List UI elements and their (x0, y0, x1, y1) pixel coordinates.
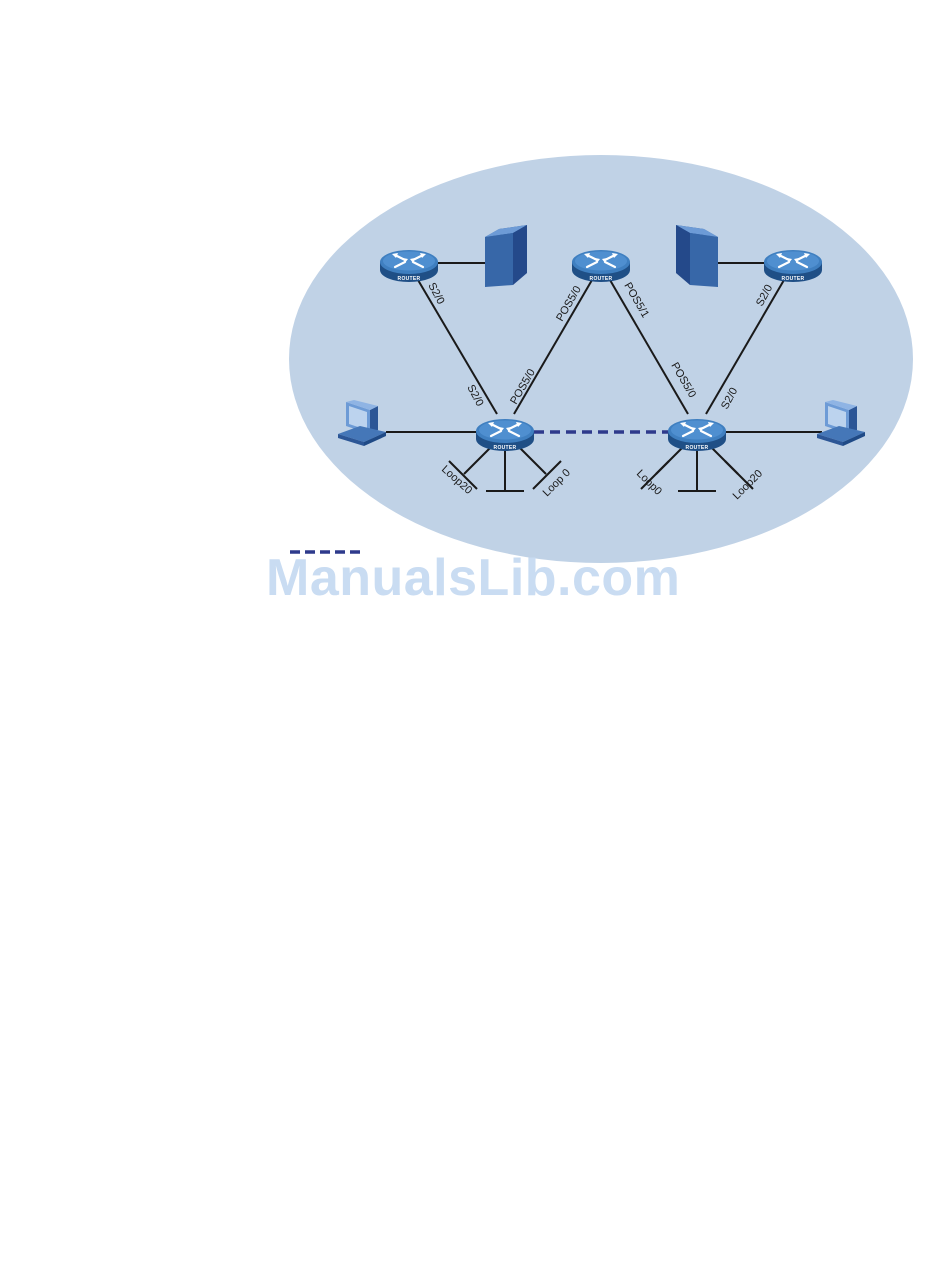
router-r1[interactable]: ROUTER (380, 250, 438, 282)
router-r3[interactable]: ROUTER (764, 250, 822, 282)
router-label: ROUTER (590, 276, 613, 282)
server-icon-left[interactable] (485, 225, 527, 287)
watermark-text: ManualsLib.com (266, 548, 680, 608)
router-label: ROUTER (686, 445, 709, 451)
network-cloud (289, 155, 913, 563)
router-label: ROUTER (494, 445, 517, 451)
router-r4[interactable]: ROUTER (476, 419, 534, 451)
router-label: ROUTER (398, 276, 421, 282)
router-r5[interactable]: ROUTER (668, 419, 726, 451)
router-r2[interactable]: ROUTER (572, 250, 630, 282)
server-icon-right[interactable] (676, 225, 718, 287)
router-label: ROUTER (782, 276, 805, 282)
